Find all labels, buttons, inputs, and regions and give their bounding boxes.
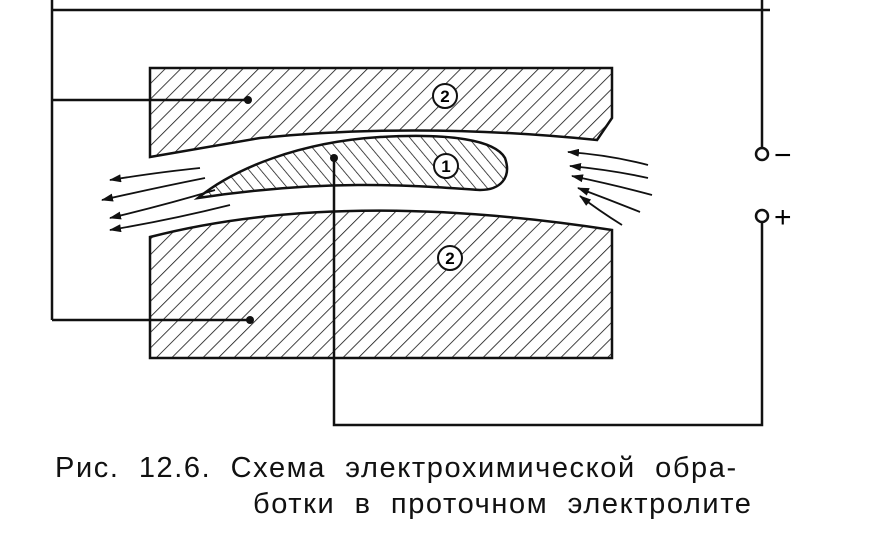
label-tool-bottom: 2 — [437, 245, 463, 271]
bottom-electrode — [148, 209, 614, 360]
flow-arrow-in-1 — [567, 148, 649, 166]
flow-arrow-out-3 — [109, 189, 216, 220]
terminal-plus-sign: + — [774, 201, 792, 234]
contact-dot-top — [244, 96, 252, 104]
flow-arrow-out-1 — [109, 167, 201, 183]
terminal-plus: + — [754, 201, 792, 234]
terminal-minus: − — [754, 139, 792, 172]
flow-arrow-out-4 — [109, 204, 231, 233]
caption-line-1: Рис. 12.6. Схема электрохимической обра- — [55, 452, 738, 484]
label-workpiece-text: 1 — [441, 157, 450, 176]
caption-line-2: ботки в проточном электролите — [253, 488, 753, 520]
flow-arrow-out-2 — [101, 177, 206, 202]
workpiece — [193, 134, 509, 200]
contact-dot-workpiece — [330, 154, 338, 162]
label-tool-top: 2 — [432, 83, 458, 109]
flow-arrows-out — [101, 167, 231, 233]
label-workpiece: 1 — [433, 153, 459, 179]
terminal-minus-sign: − — [774, 139, 792, 172]
flow-arrows-in — [567, 148, 653, 226]
flow-arrow-in-4 — [577, 187, 641, 213]
label-tool-top-text: 2 — [440, 87, 449, 106]
label-tool-bottom-text: 2 — [445, 249, 454, 268]
flow-arrow-in-2 — [569, 163, 649, 179]
flow-arrow-in-3 — [571, 174, 653, 196]
top-electrode — [148, 66, 614, 159]
contact-dot-bottom — [246, 316, 254, 324]
flow-arrow-in-5 — [579, 195, 623, 226]
